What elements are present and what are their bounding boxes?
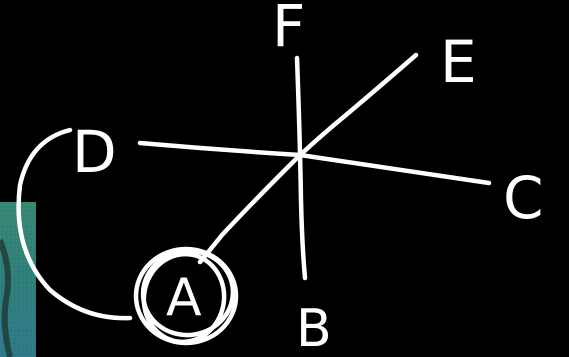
label-a: A — [166, 268, 202, 328]
label-f: F — [272, 0, 305, 60]
label-c: C — [503, 164, 544, 232]
axis-e-a-line — [200, 55, 416, 262]
axis-d-c-line — [140, 143, 489, 183]
axis-f-b-line — [297, 58, 305, 278]
label-e: E — [440, 28, 477, 96]
label-b: B — [296, 299, 332, 357]
label-d: D — [72, 118, 117, 186]
